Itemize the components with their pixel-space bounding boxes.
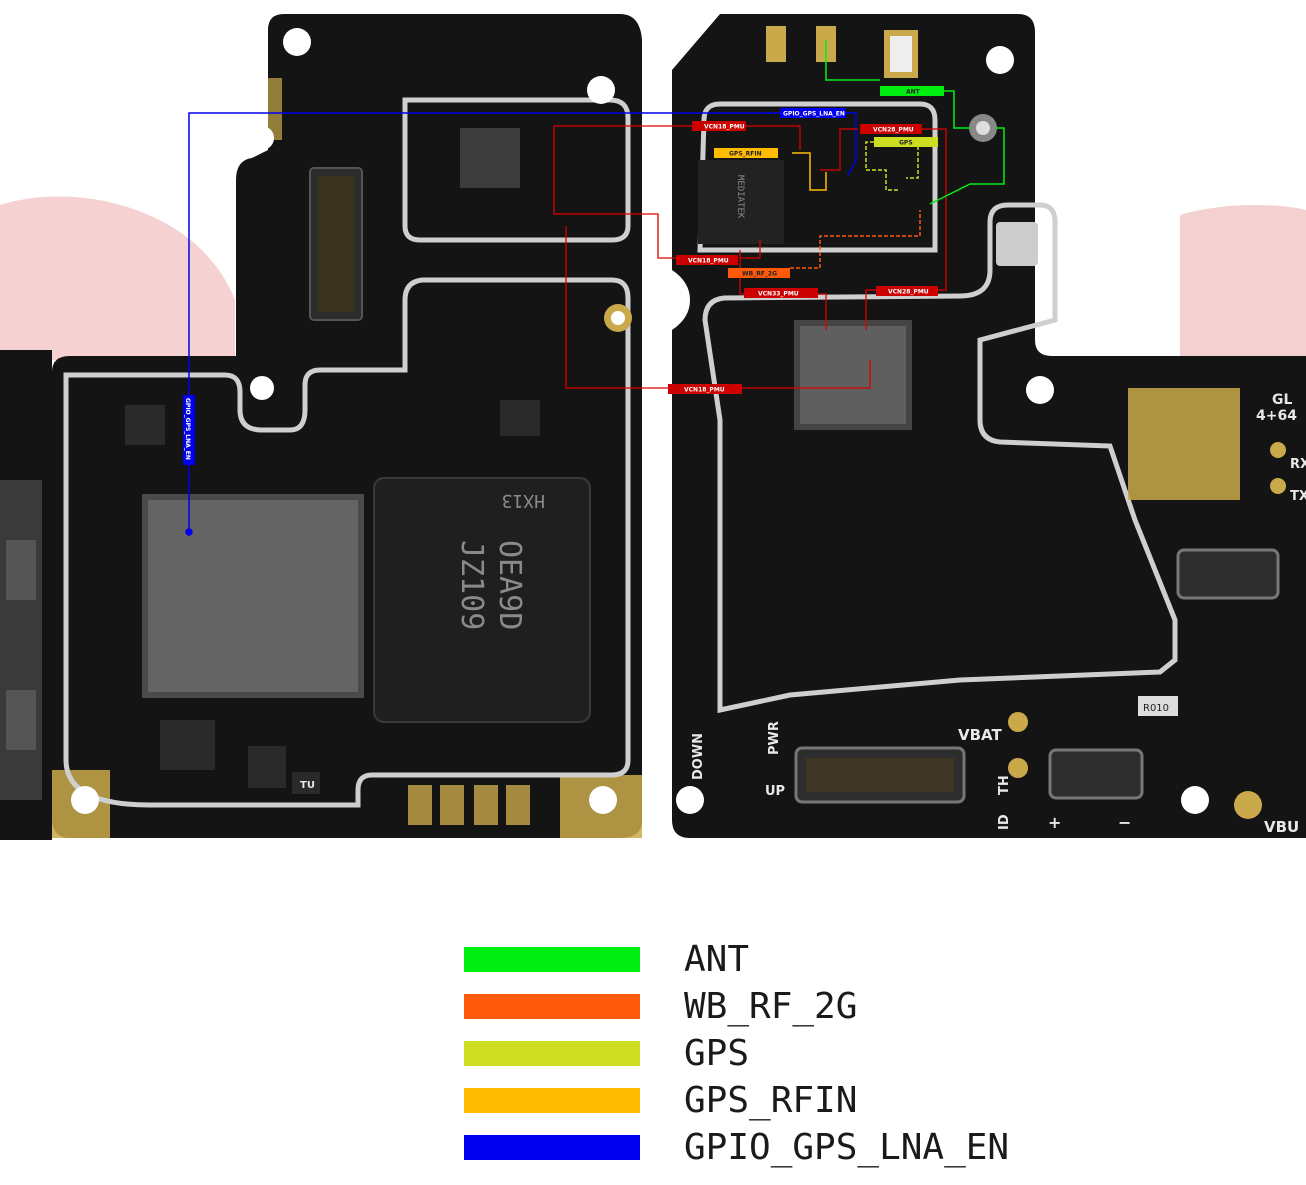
legend-label: GPIO_GPS_LNA_EN — [684, 1127, 1010, 1168]
trace-gps-rfin — [792, 152, 827, 191]
legend-item: GPS — [460, 1029, 1080, 1074]
legend-item: GPIO_GPS_LNA_EN — [460, 1123, 1080, 1168]
trace-gpio-gps-lna-en — [185, 112, 857, 536]
svg-text:VCN28_PMU: VCN28_PMU — [873, 127, 914, 134]
net-tag-vcn33-pmu: VCN33_PMU — [744, 288, 818, 298]
silk-rx: RX — [1290, 457, 1306, 472]
right-board: MEDIATEK R010 VBAT PWR DOWN — [672, 14, 1306, 838]
legend-label: GPS_RFIN — [684, 1080, 858, 1121]
silk-r010: R010 — [1143, 703, 1169, 714]
svg-text:WB_RF_2G: WB_RF_2G — [742, 271, 777, 278]
silk-up: UP — [765, 784, 785, 799]
silk-vbat: VBAT — [958, 726, 1002, 744]
legend-label: ANT — [684, 939, 750, 980]
svg-text:ANT: ANT — [906, 89, 921, 96]
legend: ANT WB_RF_2G GPS GPS_RFIN GPIO_GPS_LNA_EN — [460, 935, 1080, 1175]
trace-ant — [825, 40, 1005, 205]
svg-text:VCN18_PMU: VCN18_PMU — [704, 124, 745, 131]
silk-down: DOWN — [691, 733, 706, 780]
legend-swatch — [464, 994, 640, 1019]
svg-text:GPS_RFIN: GPS_RFIN — [729, 151, 762, 158]
chip-marking-mediatek: MEDIATEK — [735, 175, 745, 219]
net-tag-vcn18-pmu-mid: VCN18_PMU — [668, 384, 742, 394]
silk-vbu: VBU — [1264, 818, 1299, 836]
silk-th: TH — [997, 775, 1012, 795]
legend-label: WB_RF_2G — [684, 986, 858, 1027]
legend-swatch — [464, 947, 640, 972]
svg-text:VCN28_PMU: VCN28_PMU — [888, 289, 929, 296]
net-tag-gpio-gps-lna-en-vertical: GPIO_GPS_LNA_EN — [183, 395, 195, 465]
left-board: HX13 OEA9D JZ109 TU — [0, 14, 642, 840]
chip-marking-jz109: JZ109 — [454, 540, 489, 630]
net-tag-wb-rf-2g: WB_RF_2G — [728, 268, 790, 278]
net-tag-vcn18-pmu-left: VCN18_PMU — [676, 255, 738, 265]
silk-pwr: PWR — [767, 721, 782, 755]
legend-item: GPS_RFIN — [460, 1076, 1080, 1121]
legend-item: ANT — [460, 935, 1080, 980]
legend-label: GPS — [684, 1033, 750, 1074]
net-tag-vcn28-pmu-right: VCN28_PMU — [876, 286, 938, 296]
net-tag-gpio-gps-lna-en: GPIO_GPS_LNA_EN — [780, 108, 846, 118]
trace-power-vcn18 — [553, 125, 871, 389]
silk-tu: TU — [300, 780, 315, 791]
chip-marking-hx13: HX13 — [502, 490, 545, 511]
silk-minus: − — [1118, 813, 1131, 832]
silk-id: ID — [997, 814, 1012, 830]
legend-swatch — [464, 1135, 640, 1160]
svg-text:VCN18_PMU: VCN18_PMU — [684, 387, 725, 394]
legend-item: WB_RF_2G — [460, 982, 1080, 1027]
net-tag-vcn28-pmu-top: VCN28_PMU — [860, 124, 922, 134]
silk-plus: + — [1048, 813, 1061, 832]
svg-text:GPIO_GPS_LNA_EN: GPIO_GPS_LNA_EN — [783, 111, 845, 118]
chip-marking-oea9d: OEA9D — [492, 540, 527, 630]
silk-gl: GL — [1272, 392, 1292, 408]
silk-tx: TX — [1290, 489, 1306, 504]
net-tag-gps: GPS — [874, 137, 938, 147]
legend-swatch — [464, 1088, 640, 1113]
net-tag-ant: ANT — [880, 86, 944, 96]
net-tag-gps-rfin: GPS_RFIN — [714, 148, 778, 158]
svg-text:VCN18_PMU: VCN18_PMU — [688, 258, 729, 265]
legend-swatch — [464, 1041, 640, 1066]
silk-gl-sub: 4+64 — [1256, 408, 1297, 424]
trace-wb-rf-2g — [790, 210, 921, 269]
pcb-schematic-diagram: HX13 OEA9D JZ109 TU — [0, 14, 1306, 840]
svg-text:VCN33_PMU: VCN33_PMU — [758, 291, 799, 298]
net-tag-vcn18-pmu-top: VCN18_PMU — [692, 121, 746, 131]
svg-text:GPIO_GPS_LNA_EN: GPIO_GPS_LNA_EN — [184, 398, 191, 460]
svg-text:GPS: GPS — [899, 140, 913, 147]
